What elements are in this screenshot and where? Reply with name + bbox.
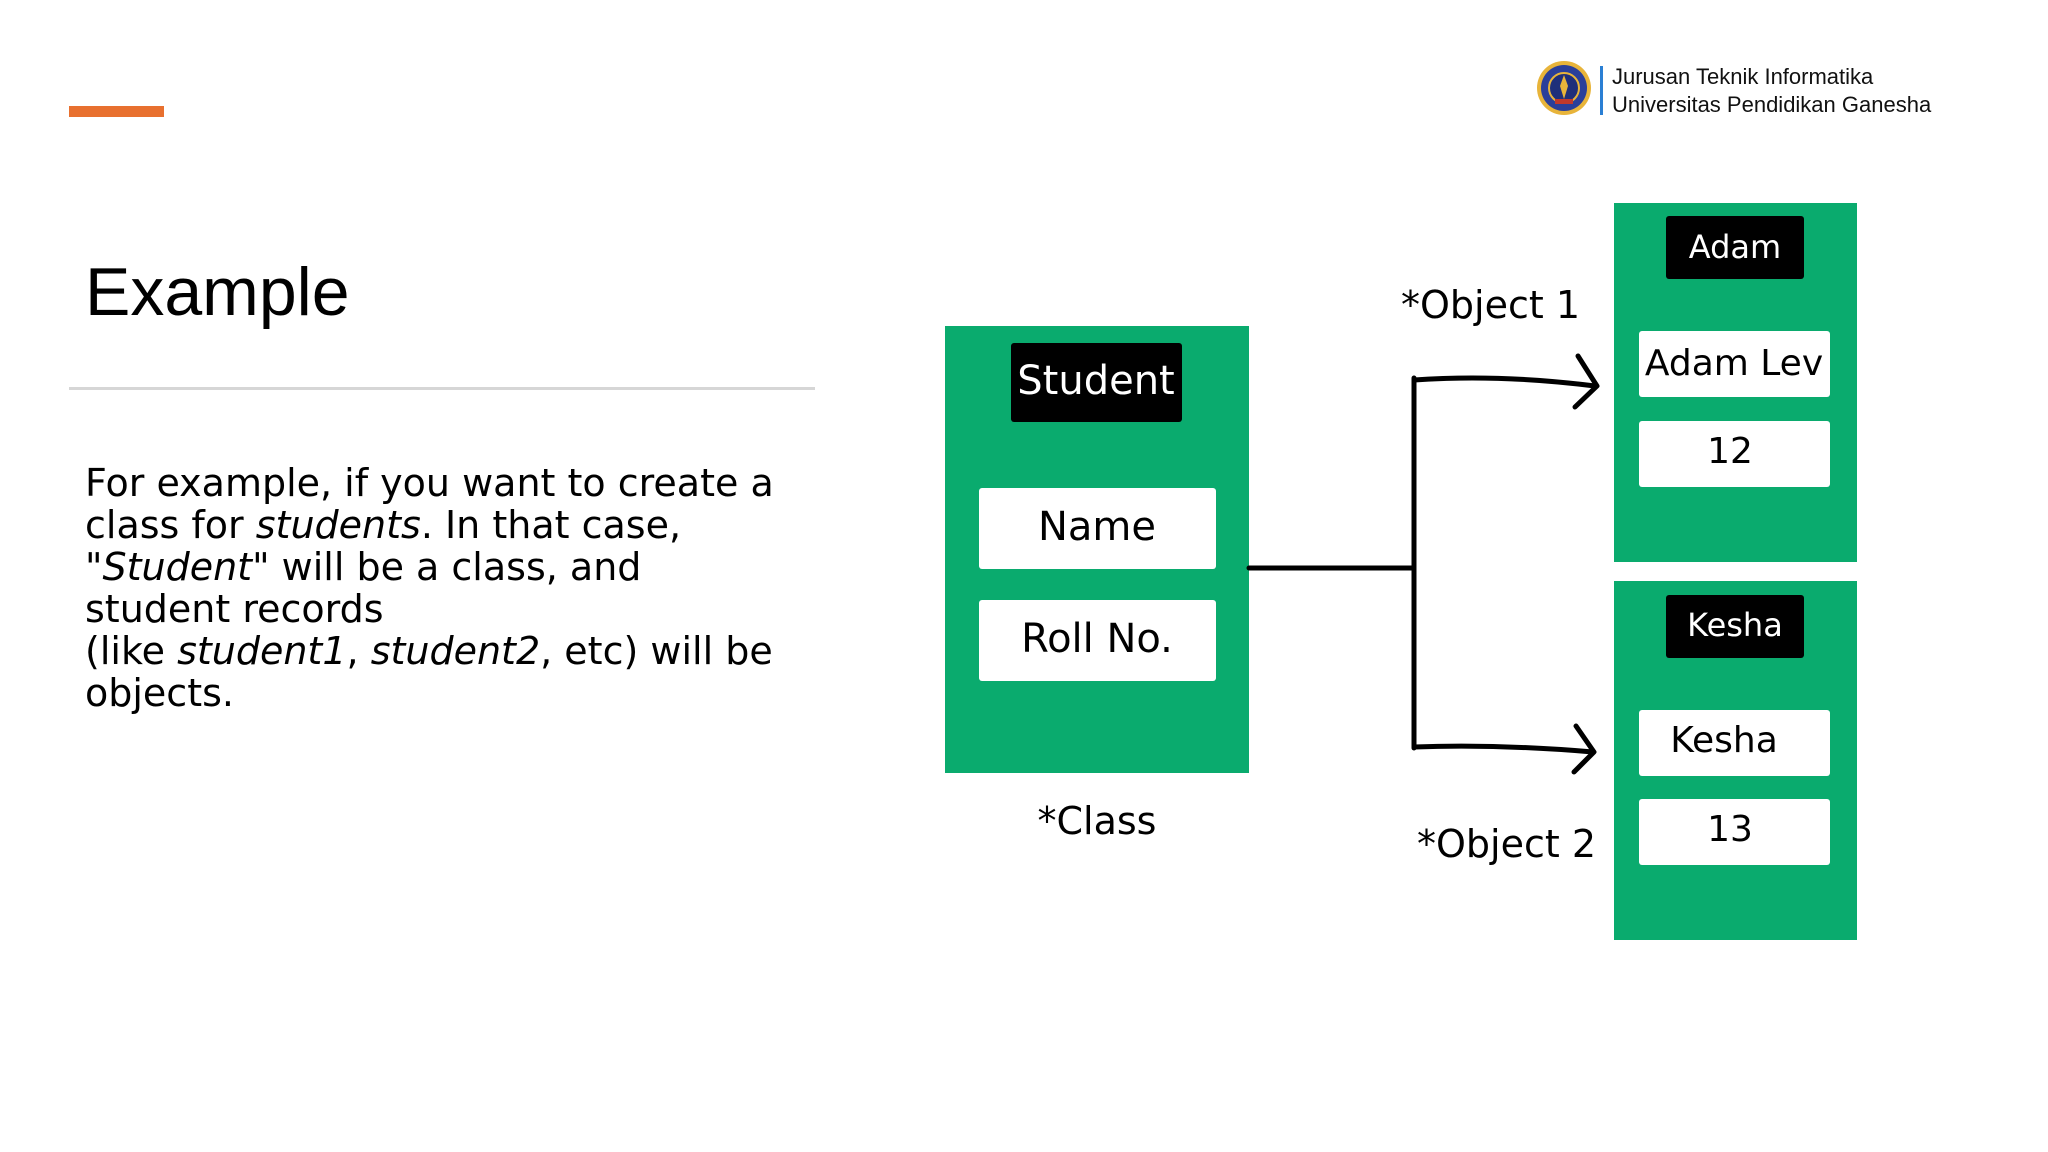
accent-bar xyxy=(69,106,164,117)
slide-title: Example xyxy=(85,254,350,330)
connector-lines xyxy=(1246,353,1600,775)
class-caption: *Class xyxy=(1038,799,1157,843)
emphasis-student2: student2 xyxy=(370,629,541,673)
object1-box: Adam Adam Lev 12 xyxy=(1614,203,1857,562)
department-name: Jurusan Teknik Informatika xyxy=(1612,64,1874,89)
paragraph-line: student records xyxy=(85,587,384,631)
university-logo xyxy=(1537,61,1591,115)
emphasis-student1: student1 xyxy=(177,629,347,673)
institution-name: Jurusan Teknik Informatika Universitas P… xyxy=(1612,63,1931,119)
header-divider xyxy=(1600,66,1603,115)
paragraph-line: objects. xyxy=(85,671,234,715)
class-field-name: Name xyxy=(1038,504,1156,550)
emphasis-student: Student xyxy=(102,545,253,589)
university-name: Universitas Pendidikan Ganesha xyxy=(1612,92,1932,117)
title-divider xyxy=(69,387,815,390)
paragraph-line: "Student" will be a class, and xyxy=(85,545,642,589)
body-paragraph: For example, if you want to create a cla… xyxy=(85,462,845,714)
class-name-label: Student xyxy=(1017,358,1174,404)
class-box: Student Name Roll No. xyxy=(945,326,1249,773)
paragraph-line: class for students. In that case, xyxy=(85,503,682,547)
object1-name-label: Adam xyxy=(1689,228,1781,266)
object2-value-rollno: 13 xyxy=(1707,809,1753,850)
object1-value-name: Adam Lev xyxy=(1645,343,1823,384)
paragraph-line: For example, if you want to create a xyxy=(85,461,774,505)
object1-caption: *Object 1 xyxy=(1401,283,1580,327)
object2-value-name: Kesha xyxy=(1670,720,1778,761)
emphasis-students: students xyxy=(255,503,421,547)
object2-caption: *Object 2 xyxy=(1417,822,1596,866)
paragraph-line: (like student1, student2, etc) will be xyxy=(85,629,773,673)
object2-name-label: Kesha xyxy=(1687,606,1783,644)
object2-box: Kesha Kesha 13 xyxy=(1614,581,1857,940)
object1-value-rollno: 12 xyxy=(1707,431,1753,472)
class-field-rollno: Roll No. xyxy=(1021,616,1173,662)
